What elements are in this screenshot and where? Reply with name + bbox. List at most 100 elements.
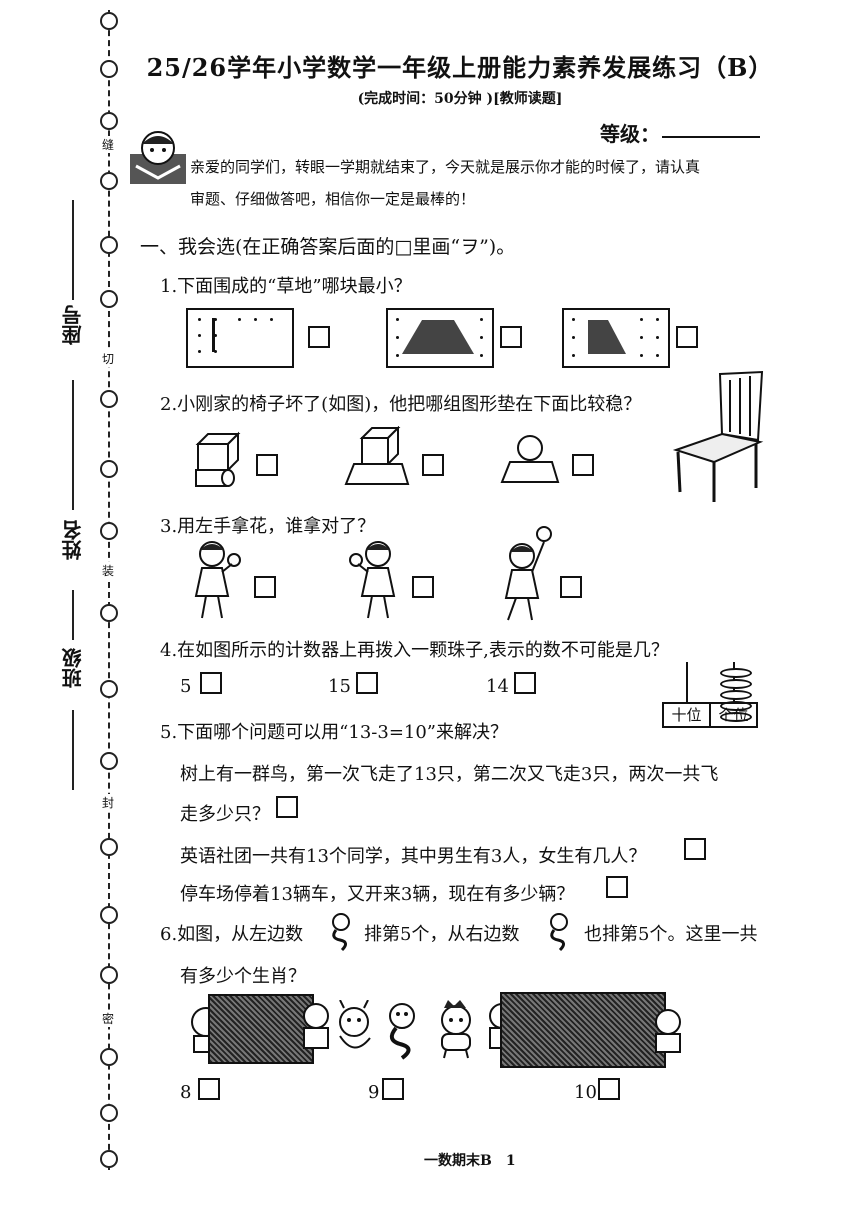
question-6-text-line-2: 有多少个生肖？ — [180, 966, 306, 987]
q5-option-1-line-1: 树上有一群鸟，第一次飞走了13只，第二次又飞走3只，两次一共飞 — [180, 764, 719, 785]
q6-checkbox-a[interactable] — [198, 1078, 220, 1100]
name-label: 姓名 — [61, 520, 85, 560]
q6-option-a-label: 8 — [180, 1082, 192, 1103]
page-subtitle: (完成时间：50分钟 )[教师读题] — [357, 91, 563, 107]
q5-option-3: 停车场停着13辆车，又开来3辆，现在有多少辆？ — [180, 884, 575, 905]
class-label: 班级 — [61, 648, 85, 688]
q6-checkbox-c[interactable] — [598, 1078, 620, 1100]
q3-girl-a-icon — [194, 541, 241, 619]
snake-icon — [550, 913, 568, 952]
binding-char: 切 — [98, 350, 118, 367]
q2-checkbox-c[interactable] — [572, 454, 594, 476]
binding-hole — [100, 906, 118, 924]
horse-icon — [441, 1000, 471, 1059]
binding-hole — [100, 290, 118, 308]
q2-cube-and-cylinder-icon — [195, 431, 241, 487]
q6-option-b-label: 9 — [368, 1082, 380, 1103]
page-title: 25/26学年小学数学一年级上册能力素养发展练习（B） — [146, 53, 774, 82]
binding-hole — [100, 752, 118, 770]
class-underline-bottom — [72, 710, 74, 790]
class-underline-top — [72, 590, 74, 640]
zodiac-covered-right — [500, 992, 666, 1068]
abacus-place-labels: 十位 个位 — [662, 702, 758, 728]
q4-option-b-label: 15 — [328, 676, 351, 697]
question-5-text: 5.下面哪个问题可以用“13-3=10”来解决？ — [160, 722, 509, 743]
q1-checkbox-b[interactable] — [500, 326, 522, 348]
q4-option-a-label: 5 — [180, 676, 192, 697]
binding-hole — [100, 236, 118, 254]
question-2-text: 2.小刚家的椅子坏了(如图)，他把哪组图形垫在下面比较稳？ — [160, 394, 642, 415]
binding-hole — [100, 1048, 118, 1066]
broken-chair-icon — [672, 370, 764, 502]
binding-char: 装 — [98, 562, 118, 579]
q5-checkbox-3[interactable] — [606, 876, 628, 898]
seat-underline — [72, 200, 74, 300]
binding-char: 封 — [98, 794, 118, 811]
q2-cube-and-prism-icon — [344, 426, 410, 485]
intro-line-2: 审题、仔细做答吧，相信你一定是最棒的！ — [190, 190, 476, 208]
question-6-text-a: 6.如图，从左边数 — [160, 924, 304, 945]
binding-hole — [100, 522, 118, 540]
question-1-text: 1.下面围成的“草地”哪块最小？ — [160, 276, 412, 297]
q4-checkbox-b[interactable] — [356, 672, 378, 694]
zodiac-left-partial-icon — [303, 1003, 329, 1049]
zodiac-right-edge-icon — [655, 1009, 681, 1053]
binding-hole — [100, 390, 118, 408]
binding-hole — [100, 172, 118, 190]
snake-icon — [332, 913, 350, 952]
q3-checkbox-c[interactable] — [560, 576, 582, 598]
q3-checkbox-b[interactable] — [412, 576, 434, 598]
binding-hole — [100, 604, 118, 622]
dragon-icon — [339, 1000, 371, 1049]
binding-hole — [100, 966, 118, 984]
q5-option-1-line-2: 走多少只？ — [180, 804, 270, 825]
q6-option-c-label: 10 — [574, 1082, 597, 1103]
abacus-tens-rod — [686, 662, 688, 702]
q5-checkbox-2[interactable] — [684, 838, 706, 860]
q1-grass-option-a — [186, 308, 294, 368]
q3-checkbox-a[interactable] — [254, 576, 276, 598]
q5-checkbox-1[interactable] — [276, 796, 298, 818]
binding-hole — [100, 838, 118, 856]
binding-dashed-line — [108, 10, 110, 1170]
binding-hole — [100, 60, 118, 78]
question-6-text-c: 也排第5个。这里一共 — [584, 924, 758, 945]
q6-checkbox-b[interactable] — [382, 1078, 404, 1100]
question-3-text: 3.用左手拿花，谁拿对了？ — [160, 516, 376, 537]
snake-zodiac-icon — [389, 1003, 415, 1060]
q2-checkbox-b[interactable] — [422, 454, 444, 476]
binding-hole — [100, 112, 118, 130]
q4-checkbox-c[interactable] — [514, 672, 536, 694]
section-1-heading: 一、我会选(在正确答案后面的□里画“ヲ”)。 — [140, 236, 516, 258]
question-4-text: 4.在如图所示的计数器上再拨入一颗珠子,表示的数不可能是几？ — [160, 640, 669, 661]
question-6-text-b: 排第5个，从右边数 — [364, 924, 520, 945]
intro-line-1: 亲爱的同学们，转眼一学期就结束了，今天就是展示你才能的时候了，请认真 — [190, 158, 701, 176]
q1-checkbox-c[interactable] — [676, 326, 698, 348]
ones-label: 个位 — [718, 706, 749, 724]
binding-hole — [100, 460, 118, 478]
grade-field[interactable] — [662, 136, 760, 138]
abacus-ones-beads — [720, 668, 752, 722]
q4-option-c-label: 14 — [486, 676, 509, 697]
grade-label: 等级： — [600, 122, 660, 146]
binding-hole — [100, 1150, 118, 1168]
binding-hole — [100, 680, 118, 698]
binding-hole — [100, 1104, 118, 1122]
q3-girl-c-icon — [504, 526, 552, 621]
q4-checkbox-a[interactable] — [200, 672, 222, 694]
student-avatar-icon — [130, 131, 186, 184]
page-footer: 一数期末B 1 — [424, 1153, 516, 1169]
q3-girl-b-icon — [349, 541, 396, 619]
q2-checkbox-a[interactable] — [256, 454, 278, 476]
q2-sphere-and-prism-icon — [500, 435, 560, 483]
q1-checkbox-a[interactable] — [308, 326, 330, 348]
binding-hole — [100, 12, 118, 30]
binding-char: 缝 — [98, 136, 118, 153]
q1-grass-option-b — [386, 308, 494, 368]
tens-label: 十位 — [664, 704, 711, 726]
seat-label: 座号 — [61, 305, 85, 345]
q1-grass-option-c — [562, 308, 670, 368]
binding-char: 密 — [98, 1010, 118, 1027]
q5-option-2: 英语社团一共有13个同学，其中男生有3人，女生有几人？ — [180, 846, 647, 867]
name-underline — [72, 380, 74, 510]
